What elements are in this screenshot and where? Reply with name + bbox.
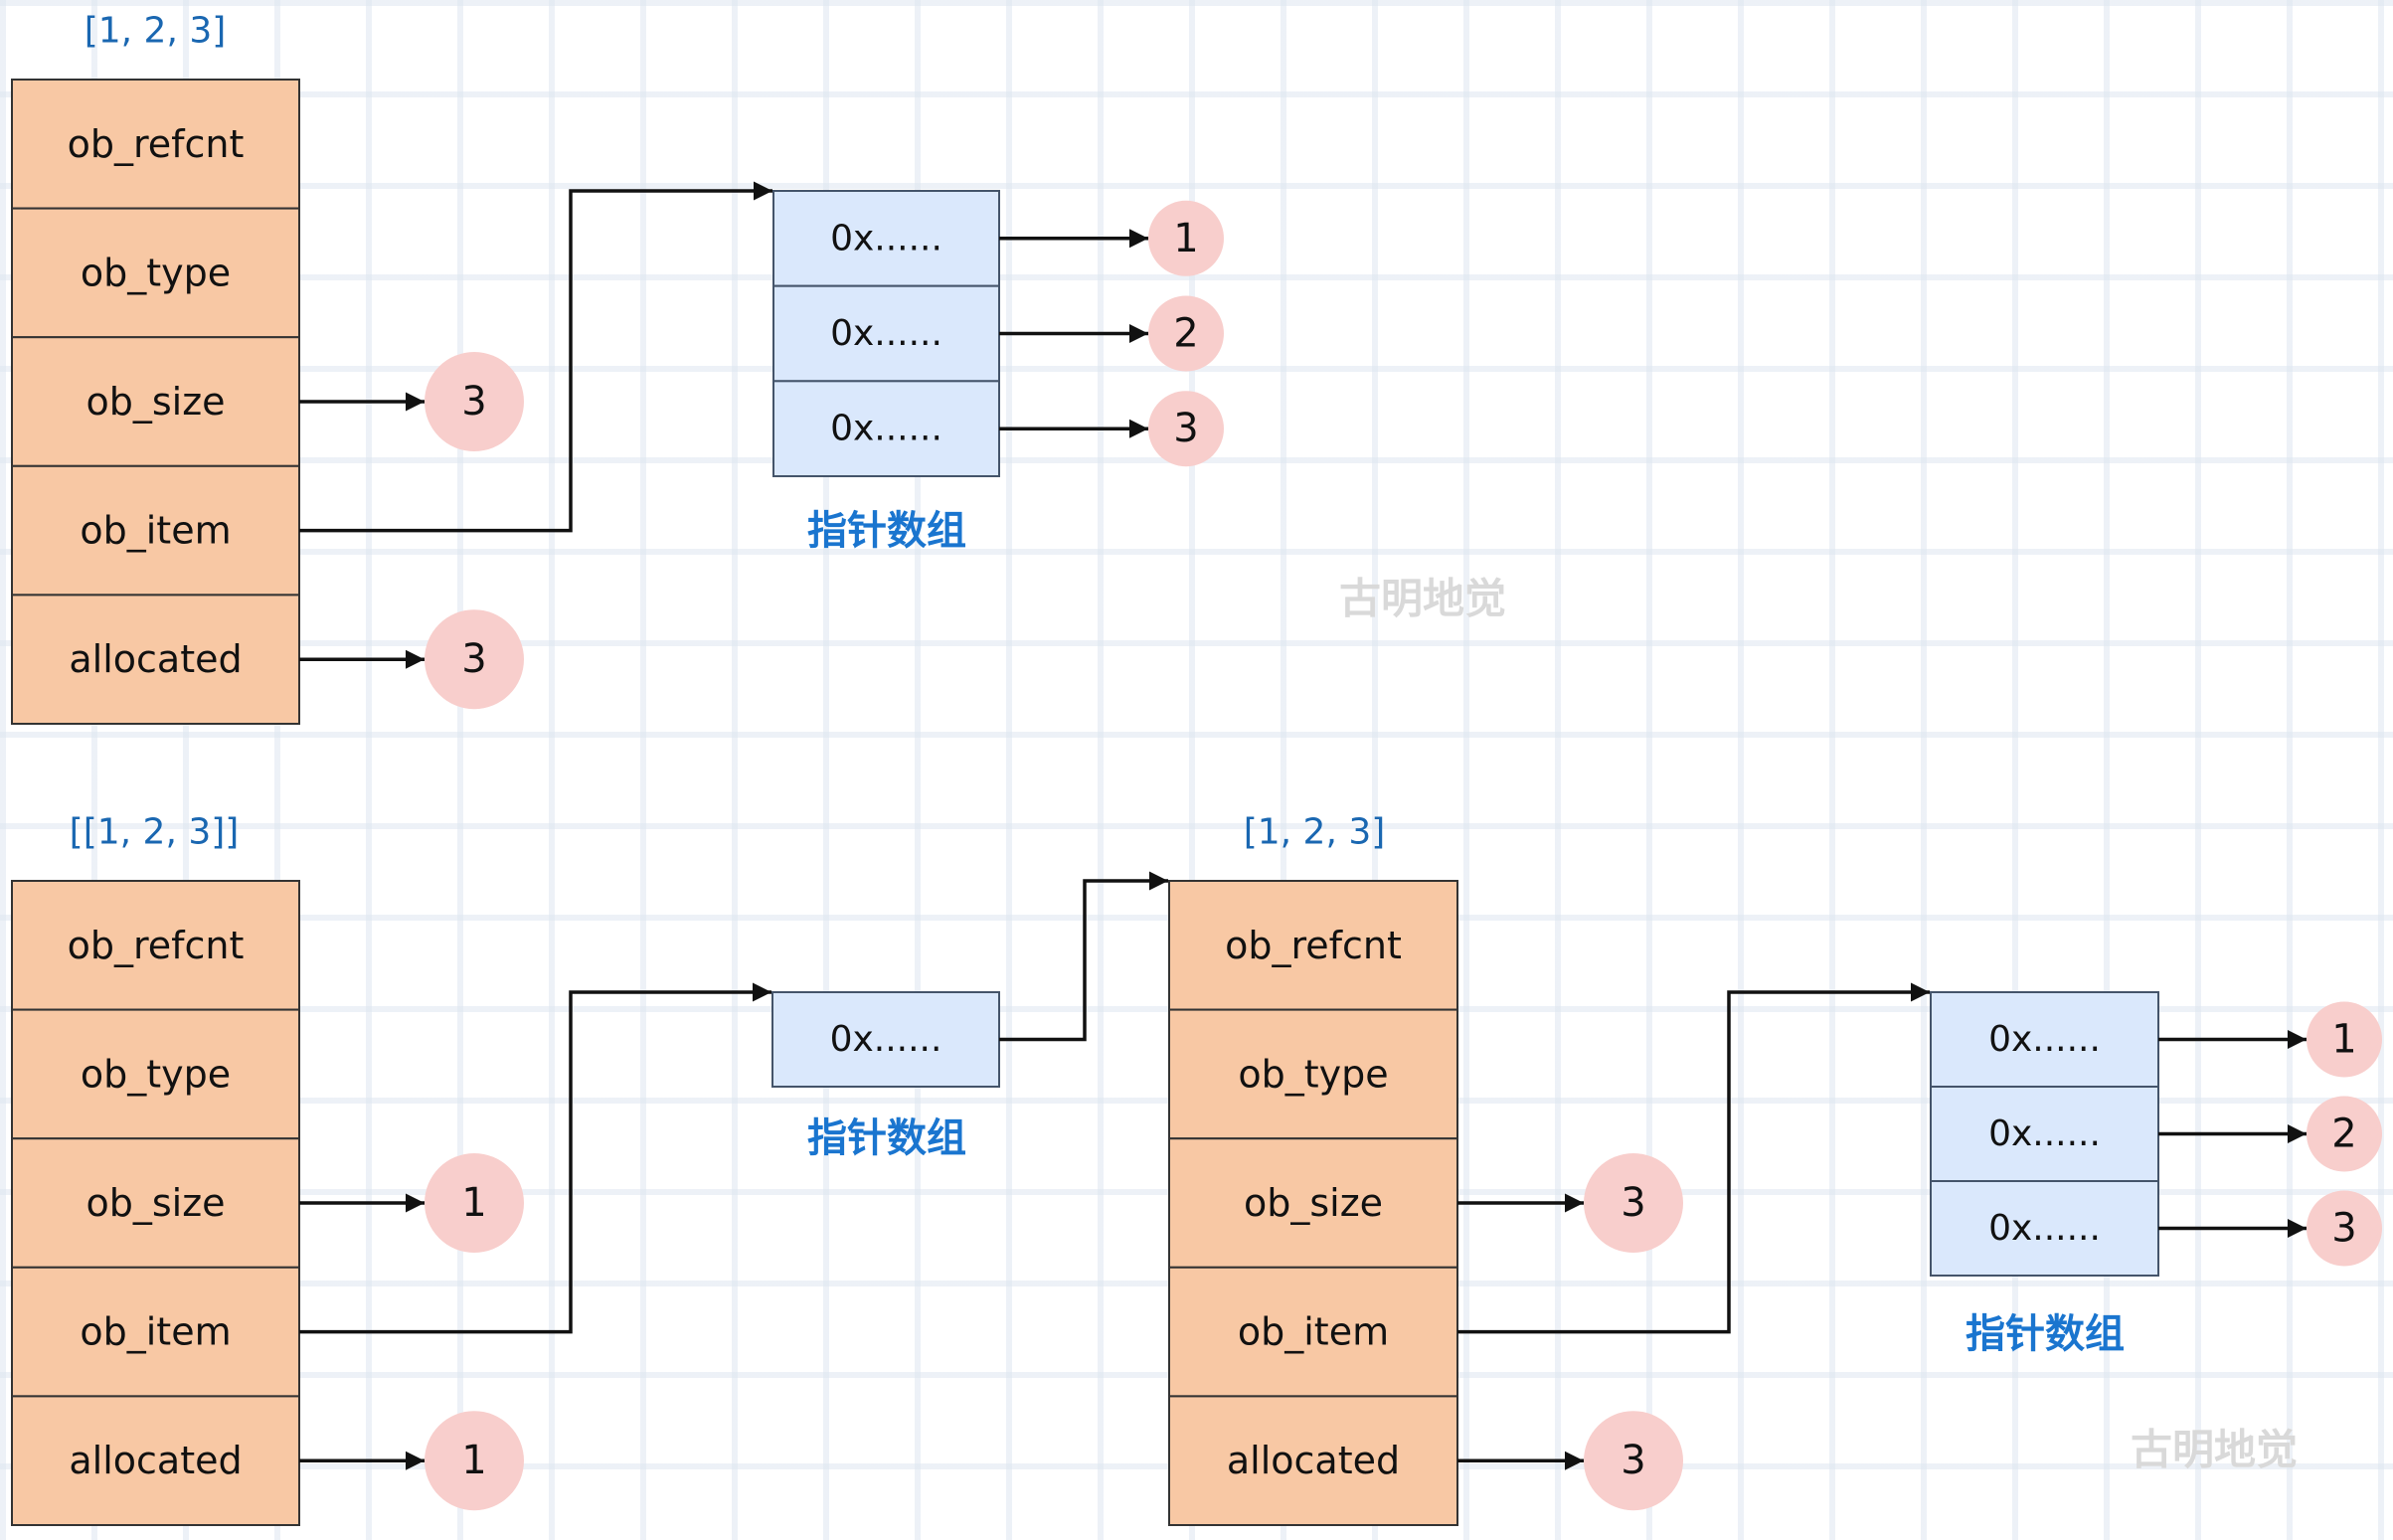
bottom-outer-ob-item-connector — [299, 982, 771, 1334]
bottom-inner-struct-field-ob-size: ob_size — [1244, 1181, 1383, 1225]
bottom-inner-ob-size-value: 3 — [1621, 1180, 1645, 1226]
bottom-inner-element-value: 1 — [2331, 1017, 2356, 1063]
bottom-inner-allocated-value-circle — [1584, 1411, 1683, 1511]
bottom-outer-struct-ob-type-cell — [11, 1008, 300, 1140]
bottom-inner-element-value: 2 — [2331, 1112, 2356, 1157]
top-pointer-array-caption: 指针数组 — [807, 508, 966, 554]
top-struct-ob-type-cell — [11, 207, 300, 339]
bottom-outer-list-label: [[1, 2, 3]] — [70, 812, 240, 853]
top-list-object: [1, 2, 3] ob_refcnt ob_type ob_size ob_i… — [11, 11, 1224, 726]
bottom-outer-struct-ob-item-cell — [11, 1266, 300, 1398]
top-element-circle — [1148, 200, 1224, 276]
bottom-inner-struct-ob-size-cell — [1168, 1137, 1458, 1269]
bottom-outer-pointer-to-inner-connector — [999, 871, 1168, 1042]
top-pointer-cell — [772, 380, 1000, 477]
bottom-outer-struct-field-ob-refcnt: ob_refcnt — [68, 924, 245, 967]
top-struct-ob-refcnt-cell — [11, 79, 300, 210]
top-element-value: 3 — [1173, 406, 1198, 451]
bottom-outer-ob-size-value-circle — [425, 1153, 524, 1253]
top-struct-field-ob-size: ob_size — [85, 380, 225, 424]
bottom-inner-pointer-cell — [1930, 1180, 2159, 1277]
top-pointer-text: 0x...... — [830, 409, 942, 449]
bottom-inner-element-circle — [2307, 1190, 2382, 1267]
bottom-outer-struct-field-ob-item: ob_item — [80, 1310, 231, 1354]
watermark: 古明地觉 — [2131, 1426, 2298, 1474]
top-allocated-value: 3 — [461, 636, 486, 682]
top-struct-field-ob-refcnt: ob_refcnt — [68, 122, 245, 166]
top-struct-ob-item-cell — [11, 464, 300, 597]
bottom-inner-pointer-array: 0x...... 0x...... 0x...... — [1930, 991, 2159, 1277]
bottom-inner-list-object: [1, 2, 3] ob_refcnt ob_type ob_size ob_i… — [1168, 812, 2382, 1527]
bottom-inner-struct: ob_refcnt ob_type ob_size ob_item alloca… — [1168, 880, 1458, 1527]
bottom-inner-allocated-value: 3 — [1621, 1438, 1645, 1483]
bottom-inner-pointer-text: 0x...... — [1988, 1019, 2101, 1060]
bottom-inner-struct-field-ob-type: ob_type — [1238, 1052, 1388, 1096]
bottom-outer-allocated-value-circle — [425, 1411, 524, 1511]
bottom-outer-struct-ob-refcnt-cell — [11, 880, 300, 1011]
watermark: 古明地觉 — [1339, 575, 1506, 623]
bottom-outer-pointer-array: 0x...... — [771, 991, 1000, 1088]
top-allocated-value-circle — [425, 609, 524, 710]
top-element-circle — [1148, 391, 1224, 467]
bottom-outer-struct-allocated-cell — [11, 1395, 300, 1527]
bottom-inner-list-label: [1, 2, 3] — [1244, 812, 1386, 853]
bottom-inner-struct-field-allocated: allocated — [1227, 1439, 1400, 1482]
top-pointer-array: 0x...... 0x...... 0x...... — [772, 190, 1000, 477]
top-element-value: 1 — [1173, 216, 1198, 261]
top-struct-allocated-cell — [11, 594, 300, 726]
top-struct-field-ob-item: ob_item — [80, 509, 231, 553]
top-pointer-text: 0x...... — [830, 218, 942, 258]
bottom-inner-pointer-text: 0x...... — [1988, 1113, 2101, 1154]
bottom-inner-pointer-text: 0x...... — [1988, 1208, 2101, 1249]
bottom-outer-struct-field-ob-size: ob_size — [85, 1181, 225, 1225]
top-struct-field-ob-type: ob_type — [81, 251, 231, 294]
top-element-value: 2 — [1173, 311, 1198, 357]
bottom-inner-element-value: 3 — [2331, 1206, 2356, 1252]
bottom-outer-list-object: [[1, 2, 3]] ob_refcnt ob_type ob_size ob… — [11, 812, 1168, 1527]
bottom-inner-pointer-cell — [1930, 991, 2159, 1088]
bottom-inner-struct-ob-item-cell — [1168, 1266, 1458, 1398]
bottom-outer-struct: ob_refcnt ob_type ob_size ob_item alloca… — [11, 880, 300, 1527]
top-element-circle — [1148, 295, 1224, 372]
bottom-inner-ob-item-connector — [1457, 982, 1930, 1334]
top-ob-item-connector — [299, 181, 772, 533]
bottom-inner-pointer-cell — [1930, 1086, 2159, 1182]
bottom-outer-ob-size-value: 1 — [461, 1180, 486, 1226]
bottom-outer-struct-field-ob-type: ob_type — [81, 1052, 231, 1096]
top-struct-ob-size-cell — [11, 336, 300, 467]
bottom-outer-pointer-cell — [771, 991, 1000, 1088]
bottom-inner-struct-field-ob-refcnt: ob_refcnt — [1225, 924, 1402, 967]
top-struct-field-allocated: allocated — [69, 637, 242, 681]
top-list-label: [1, 2, 3] — [85, 11, 227, 52]
bottom-inner-pointer-array-caption: 指针数组 — [1966, 1311, 2125, 1357]
bottom-inner-element-circle — [2307, 1096, 2382, 1172]
bottom-inner-struct-field-ob-item: ob_item — [1238, 1310, 1389, 1354]
top-struct: ob_refcnt ob_type ob_size ob_item alloca… — [11, 79, 300, 726]
bottom-outer-pointer-text: 0x...... — [830, 1019, 942, 1060]
bottom-inner-ob-size-value-circle — [1584, 1153, 1683, 1253]
bottom-outer-struct-field-allocated: allocated — [69, 1439, 242, 1482]
bottom-inner-struct-allocated-cell — [1168, 1395, 1458, 1527]
top-ob-size-value: 3 — [461, 379, 486, 425]
bottom-outer-allocated-value: 1 — [461, 1438, 486, 1483]
bottom-inner-element-circle — [2307, 1001, 2382, 1078]
top-pointer-text: 0x...... — [830, 313, 942, 354]
top-ob-size-value-circle — [425, 352, 524, 451]
bottom-inner-struct-ob-type-cell — [1168, 1008, 1458, 1140]
bottom-outer-pointer-array-caption: 指针数组 — [807, 1115, 966, 1161]
